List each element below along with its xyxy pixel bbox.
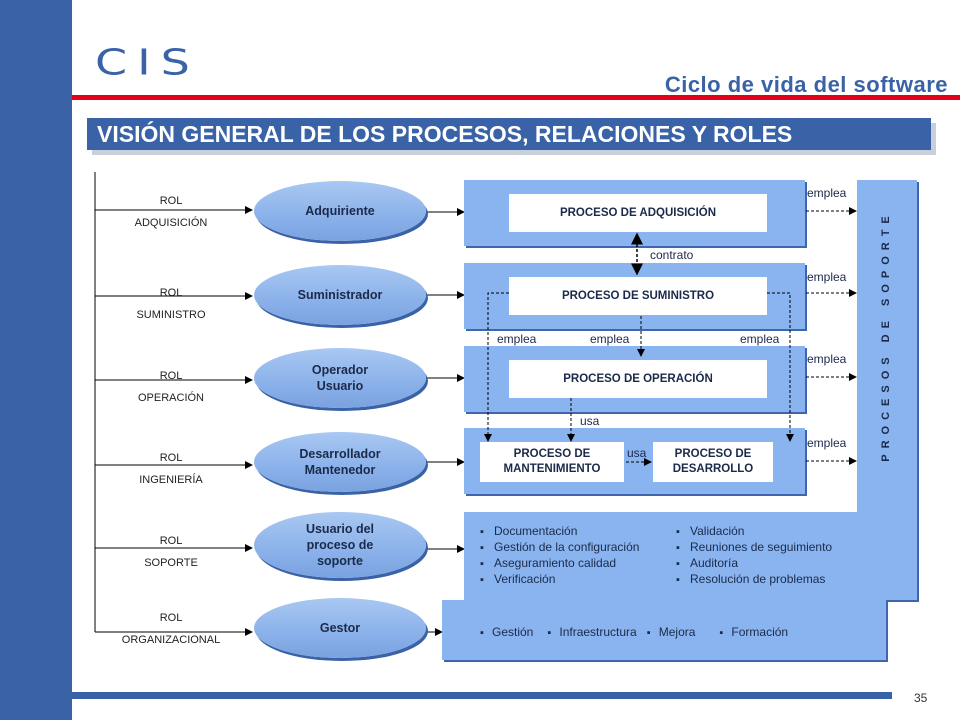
process-operacion: PROCESO DE OPERACIÓN: [509, 360, 767, 398]
process-desarrollo: PROCESO DE DESARROLLO: [653, 442, 773, 482]
label-emplea-2: emplea: [807, 270, 847, 284]
actor-desarrollador-mantenedor: Desarrollador Mantenedor: [254, 432, 426, 492]
page-number: 35: [914, 691, 928, 705]
actor-usuario-soporte: Usuario del proceso de soporte: [254, 512, 426, 578]
actor-arrows: [427, 208, 465, 636]
actor-gestor: Gestor: [254, 598, 426, 658]
org-item: Gestión: [480, 625, 533, 639]
label-usa-horizontal: usa: [627, 446, 647, 460]
actor-label-line: Operador: [311, 362, 369, 377]
role-prefix: ROL: [159, 287, 183, 299]
label-emplea-left: emplea: [497, 332, 537, 346]
actor-label: Gestor: [319, 620, 361, 635]
role-prefix: ROL: [159, 452, 183, 464]
role-label-adquisicion: ROL ADQUISICIÓN: [101, 195, 241, 229]
actor-label-line: Desarrollador: [299, 446, 381, 461]
label-emplea-4: emplea: [807, 436, 847, 450]
role-label-operacion: ROL OPERACIÓN: [101, 370, 241, 404]
actor-label: Suministrador: [297, 287, 383, 302]
label-emplea-right: emplea: [740, 332, 780, 346]
support-item: Aseguramiento calidad: [480, 556, 639, 572]
support-item: Validación: [676, 524, 832, 540]
role-name: ADQUISICIÓN: [134, 217, 208, 229]
role-name: SUMINISTRO: [136, 309, 206, 321]
actor-label-line: soporte: [317, 554, 363, 569]
support-list-left: Documentación Gestión de la configuració…: [480, 524, 639, 588]
actor-label-line: Usuario: [316, 379, 364, 393]
role-name: OPERACIÓN: [137, 392, 204, 404]
cis-logo: CIS: [95, 40, 200, 83]
role-prefix: ROL: [159, 195, 183, 207]
footer-bar: [72, 692, 892, 699]
actor-adquiriente: Adquiriente: [254, 181, 426, 241]
left-side-bar: [0, 0, 72, 720]
role-name: ORGANIZACIONAL: [121, 634, 221, 646]
role-prefix: ROL: [159, 535, 183, 547]
actor-label-line: proceso de: [306, 537, 374, 552]
support-item: Gestión de la configuración: [480, 540, 639, 556]
org-items: Gestión Infraestructura Mejora Formación: [480, 625, 788, 639]
role-label-suministro: ROL SUMINISTRO: [101, 287, 241, 321]
support-items-panel: Documentación Gestión de la configuració…: [464, 512, 917, 600]
actor-suministrador: Suministrador: [254, 265, 426, 325]
slide-subtitle: Ciclo de vida del software: [664, 72, 948, 97]
process-mantenimiento: PROCESO DE MANTENIMIENTO: [480, 442, 624, 482]
role-prefix: ROL: [159, 370, 183, 382]
process-adquisicion: PROCESO DE ADQUISICIÓN: [509, 194, 767, 232]
role-name: SOPORTE: [144, 557, 198, 569]
label-emplea-3: emplea: [807, 352, 847, 366]
label-contrato: contrato: [650, 248, 694, 262]
label-emplea-1: emplea: [807, 186, 847, 200]
actor-label-line: Mantenedor: [304, 463, 376, 477]
support-list-right: Validación Reuniones de seguimiento Audi…: [676, 524, 832, 588]
organizational-processes-panel: Gestión Infraestructura Mejora Formación: [442, 600, 886, 660]
org-item: Formación: [719, 625, 788, 639]
process-suministro: PROCESO DE SUMINISTRO: [509, 277, 767, 315]
role-label-ingenieria: ROL INGENIERÍA: [101, 452, 241, 486]
role-arrows: [95, 206, 253, 636]
label-usa-vertical: usa: [580, 414, 600, 428]
support-item: Reuniones de seguimiento: [676, 540, 832, 556]
role-prefix: ROL: [159, 612, 183, 624]
support-item: Auditoría: [676, 556, 832, 572]
actor-operador-usuario: Operador Usuario: [254, 348, 426, 408]
label-emplea-center: emplea: [590, 332, 630, 346]
role-label-organizacional: ROL ORGANIZACIONAL: [101, 612, 241, 646]
org-item: Mejora: [647, 625, 696, 639]
support-item: Documentación: [480, 524, 639, 540]
slide-title: VISIÓN GENERAL DE LOS PROCESOS, RELACION…: [87, 118, 931, 150]
header-divider: [72, 95, 960, 100]
support-item: Verificación: [480, 572, 639, 588]
actor-label-line: Usuario del: [305, 521, 375, 536]
support-item: Resolución de problemas: [676, 572, 832, 588]
actor-label: Adquiriente: [305, 203, 375, 218]
role-label-soporte: ROL SOPORTE: [101, 535, 241, 569]
role-name: INGENIERÍA: [139, 474, 203, 486]
org-item: Infraestructura: [547, 625, 636, 639]
